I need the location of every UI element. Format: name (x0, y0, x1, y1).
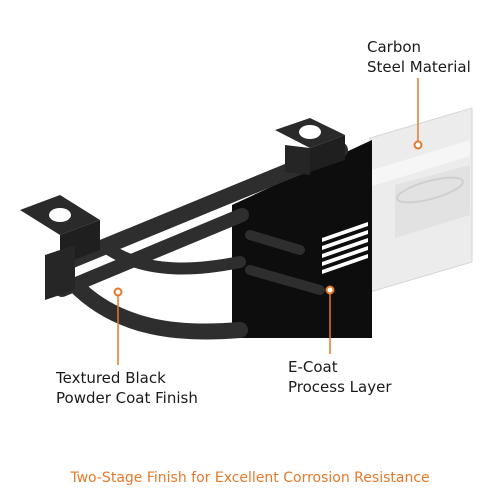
ecoat-panel (232, 140, 372, 338)
label-carbon-steel-line2: Steel Material (367, 58, 471, 76)
label-textured-line2: Powder Coat Finish (56, 389, 198, 407)
powder-coat-frame (52, 142, 348, 340)
mounting-bracket-left (20, 195, 100, 300)
label-textured-line1: Textured Black (56, 369, 166, 387)
callout-textured (113, 287, 123, 365)
label-ecoat-line2: Process Layer (288, 378, 392, 396)
label-carbon-steel-line1: Carbon (367, 38, 422, 56)
callout-ecoat (325, 285, 335, 354)
label-ecoat-line1: E-Coat (288, 358, 338, 376)
carbon-steel-board (369, 107, 473, 293)
mounting-bracket-right (275, 118, 345, 175)
label-ecoat: E-Coat Process Layer (288, 357, 392, 397)
label-carbon-steel: Carbon Steel Material (367, 37, 471, 77)
callout-carbon (413, 78, 423, 150)
label-textured-finish: Textured Black Powder Coat Finish (56, 368, 198, 408)
caption: Two-Stage Finish for Excellent Corrosion… (70, 470, 430, 486)
